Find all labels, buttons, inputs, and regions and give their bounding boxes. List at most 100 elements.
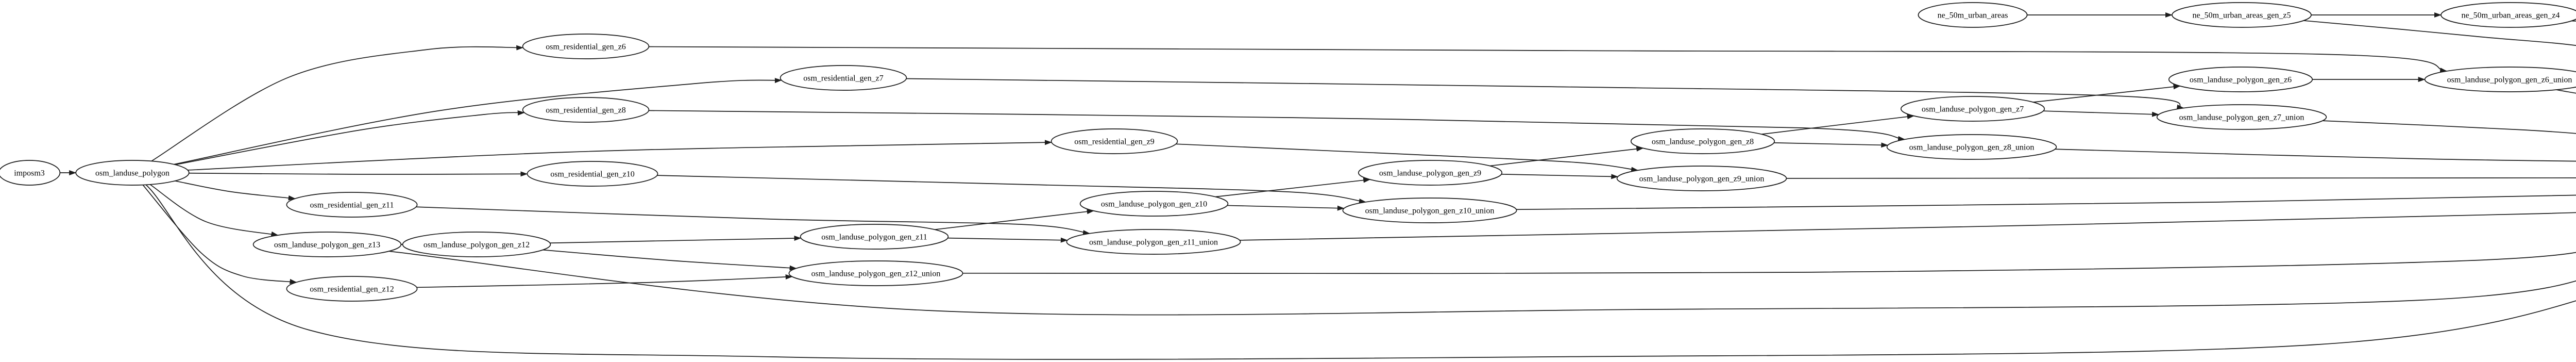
node-label: ne_50m_urban_areas_gen_z4 bbox=[2461, 11, 2560, 20]
node-ellipse bbox=[2168, 67, 2313, 92]
node-label: osm_landuse_polygon_gen_z10_union bbox=[1365, 207, 1495, 216]
edge-osm_residential_gen_z6-to-osm_landuse_polygon_gen_z6_union bbox=[649, 46, 2448, 73]
node-ellipse bbox=[252, 232, 402, 257]
node-osm_landuse_polygon_gen_z9_union: osm_landuse_polygon_gen_z9_union bbox=[1616, 166, 1787, 191]
node-ellipse bbox=[1918, 2, 2028, 28]
edge-osm_landuse_polygon_gen_z7-to-osm_landuse_polygon_gen_z7_union bbox=[2043, 110, 2160, 117]
node-ellipse bbox=[1079, 191, 1229, 217]
edge-osm_landuse_polygon-to-osm_residential_gen_z6 bbox=[151, 45, 524, 162]
edge-osm_landuse_polygon_gen_z10-to-osm_landuse_polygon_gen_z10_union bbox=[1227, 205, 1345, 211]
edges-layer bbox=[60, 12, 2576, 360]
node-ellipse bbox=[286, 192, 418, 218]
edge-osm_landuse_polygon_gen_z10-to-osm_landuse_polygon_gen_z9 bbox=[1215, 177, 1371, 198]
node-label: osm_landuse_polygon_gen_z6_union bbox=[2447, 76, 2572, 85]
node-ellipse bbox=[1900, 96, 2045, 122]
node-osm_landuse_polygon_gen_z12_union: osm_landuse_polygon_gen_z12_union bbox=[788, 260, 963, 286]
node-label: osm_residential_gen_z6 bbox=[546, 43, 626, 52]
node-label: osm_landuse_polygon_gen_z9 bbox=[1379, 169, 1481, 178]
edge-osm_landuse_polygon_gen_z9-to-osm_landuse_polygon_gen_z9_union bbox=[1501, 174, 1619, 179]
node-osm_landuse_polygon_gen_z12: osm_landuse_polygon_gen_z12 bbox=[402, 232, 551, 257]
edge-osm_landuse_polygon_gen_z8-to-osm_landuse_polygon_gen_z8_union bbox=[1774, 142, 1889, 148]
edge-osm_landuse_polygon_gen_z11-to-osm_landuse_polygon_gen_z10 bbox=[935, 209, 1094, 231]
edge-osm_landuse_polygon_gen_z7-to-osm_landuse_polygon_gen_z6 bbox=[2033, 84, 2181, 103]
edge-osm_landuse_polygon-to-osm_residential_gen_z9 bbox=[188, 140, 1052, 171]
node-osm_landuse_polygon_gen_z8_union: osm_landuse_polygon_gen_z8_union bbox=[1886, 134, 2057, 160]
node-label: osm_landuse_polygon_gen_z11 bbox=[821, 233, 927, 242]
node-ellipse bbox=[2424, 67, 2576, 92]
node-ellipse bbox=[75, 160, 190, 186]
node-osm_landuse_polygon_gen_z10: osm_landuse_polygon_gen_z10 bbox=[1079, 191, 1229, 217]
edge-osm_landuse_polygon_gen_z12-to-osm_landuse_polygon_gen_z12_union bbox=[543, 249, 797, 271]
node-osm_residential_gen_z6: osm_residential_gen_z6 bbox=[522, 34, 650, 59]
node-osm_landuse_polygon_gen_z7_union: osm_landuse_polygon_gen_z7_union bbox=[2156, 104, 2327, 130]
node-osm_residential_gen_z9: osm_residential_gen_z9 bbox=[1050, 128, 1178, 154]
node-ellipse bbox=[1616, 166, 1787, 191]
node-label: osm_residential_gen_z7 bbox=[803, 74, 884, 83]
edge-osm_landuse_polygon-to-layer_landuse-z14+ bbox=[145, 184, 2576, 360]
node-ellipse bbox=[788, 260, 963, 286]
node-imposm3: imposm3 bbox=[0, 160, 61, 186]
node-label: osm_landuse_polygon_gen_z8 bbox=[1652, 138, 1754, 146]
node-osm_landuse_polygon_gen_z11_union: osm_landuse_polygon_gen_z11_union bbox=[1066, 229, 1241, 255]
node-osm_landuse_polygon: osm_landuse_polygon bbox=[75, 160, 190, 186]
edge-osm_residential_gen_z11-to-osm_landuse_polygon_gen_z11_union bbox=[416, 206, 1091, 235]
node-ellipse bbox=[2172, 2, 2312, 28]
node-label: osm_landuse_polygon_gen_z10 bbox=[1101, 200, 1207, 209]
edge-osm_landuse_polygon_gen_z12-to-osm_landuse_polygon_gen_z11 bbox=[550, 236, 802, 244]
node-ellipse bbox=[402, 232, 551, 257]
node-osm_landuse_polygon_gen_z11: osm_landuse_polygon_gen_z11 bbox=[800, 224, 949, 250]
node-label: ne_50m_urban_areas_gen_z5 bbox=[2192, 11, 2291, 20]
node-ellipse bbox=[527, 161, 658, 187]
edge-osm_residential_gen_z8-to-osm_landuse_polygon_gen_z8_union bbox=[649, 110, 1906, 141]
node-label: osm_landuse_polygon_gen_z11_union bbox=[1089, 238, 1218, 247]
node-ellipse bbox=[2156, 104, 2327, 130]
node-label: osm_landuse_polygon_gen_z6 bbox=[2190, 76, 2292, 85]
edge-osm_residential_gen_z12-to-osm_landuse_polygon_gen_z12_union bbox=[416, 274, 793, 288]
node-osm_landuse_polygon_gen_z9: osm_landuse_polygon_gen_z9 bbox=[1358, 160, 1503, 186]
edge-osm_landuse_polygon-to-osm_residential_gen_z7 bbox=[174, 78, 782, 165]
node-ellipse bbox=[1358, 160, 1503, 186]
edge-osm_landuse_polygon-to-osm_residential_gen_z12 bbox=[142, 185, 297, 284]
edge-ne_50m_urban_areas_gen_z5-to-layer_landuse-z5 bbox=[2303, 20, 2576, 46]
edge-osm_landuse_polygon_gen_z11-to-osm_landuse_polygon_gen_z11_union bbox=[947, 237, 1068, 243]
node-label: osm_residential_gen_z10 bbox=[550, 170, 635, 179]
node-ne_50m_urban_areas_gen_z5: ne_50m_urban_areas_gen_z5 bbox=[2172, 2, 2312, 28]
node-osm_landuse_polygon_gen_z7: osm_landuse_polygon_gen_z7 bbox=[1900, 96, 2045, 122]
node-label: osm_landuse_polygon_gen_z13 bbox=[274, 241, 380, 250]
edge-osm_residential_gen_z9-to-osm_landuse_polygon_gen_z9_union bbox=[1176, 143, 1639, 172]
node-label: osm_landuse_polygon_gen_z7_union bbox=[2179, 113, 2304, 122]
node-osm_landuse_polygon_gen_z6_union: osm_landuse_polygon_gen_z6_union bbox=[2424, 67, 2576, 92]
node-ellipse bbox=[522, 34, 650, 59]
edge-osm_landuse_polygon_gen_z8-to-osm_landuse_polygon_gen_z7 bbox=[1761, 114, 1914, 135]
node-osm_landuse_polygon_gen_z10_union: osm_landuse_polygon_gen_z10_union bbox=[1342, 198, 1517, 223]
node-label: imposm3 bbox=[14, 169, 45, 178]
node-label: osm_landuse_polygon bbox=[95, 169, 170, 178]
node-ne_50m_urban_areas: ne_50m_urban_areas bbox=[1918, 2, 2028, 28]
edge-osm_landuse_polygon-to-osm_residential_gen_z8 bbox=[175, 110, 525, 166]
node-ellipse bbox=[522, 97, 650, 123]
edge-osm_landuse_polygon_gen_z12_union-to-layer_landuse-z12 bbox=[962, 252, 2576, 274]
node-osm_landuse_polygon_gen_z13: osm_landuse_polygon_gen_z13 bbox=[252, 232, 402, 257]
node-ellipse bbox=[0, 160, 61, 186]
node-ellipse bbox=[1886, 134, 2057, 160]
edge-osm_landuse_polygon-to-osm_residential_gen_z10 bbox=[189, 171, 528, 177]
node-label: osm_residential_gen_z11 bbox=[310, 201, 394, 210]
node-label: osm_landuse_polygon_gen_z7 bbox=[1922, 105, 2024, 114]
edge-osm_landuse_polygon_gen_z13-to-layer_landuse-z13 bbox=[388, 251, 2576, 316]
edge-osm_residential_gen_z10-to-osm_landuse_polygon_gen_z10_union bbox=[657, 175, 1366, 204]
edge-osm_landuse_polygon-to-osm_landuse_polygon_gen_z13 bbox=[149, 184, 279, 237]
node-osm_landuse_polygon_gen_z8: osm_landuse_polygon_gen_z8 bbox=[1630, 128, 1775, 154]
node-ne_50m_urban_areas_gen_z4: ne_50m_urban_areas_gen_z4 bbox=[2441, 2, 2576, 28]
edge-osm_residential_gen_z7-to-osm_landuse_polygon_gen_z7_union bbox=[906, 78, 2184, 110]
node-ellipse bbox=[1630, 128, 1775, 154]
node-ellipse bbox=[1342, 198, 1517, 223]
node-label: ne_50m_urban_areas bbox=[1938, 11, 2008, 20]
node-label: osm_residential_gen_z8 bbox=[546, 106, 626, 115]
edge-osm_landuse_polygon_gen_z6_union-to-layer_landuse-z6 bbox=[2556, 89, 2576, 94]
edge-osm_landuse_polygon_gen_z10_union-to-layer_landuse-z10 bbox=[1516, 194, 2576, 210]
node-label: osm_landuse_polygon_gen_z8_union bbox=[1909, 143, 2035, 152]
node-osm_residential_gen_z12: osm_residential_gen_z12 bbox=[286, 276, 418, 302]
node-label: osm_residential_gen_z9 bbox=[1074, 138, 1155, 146]
